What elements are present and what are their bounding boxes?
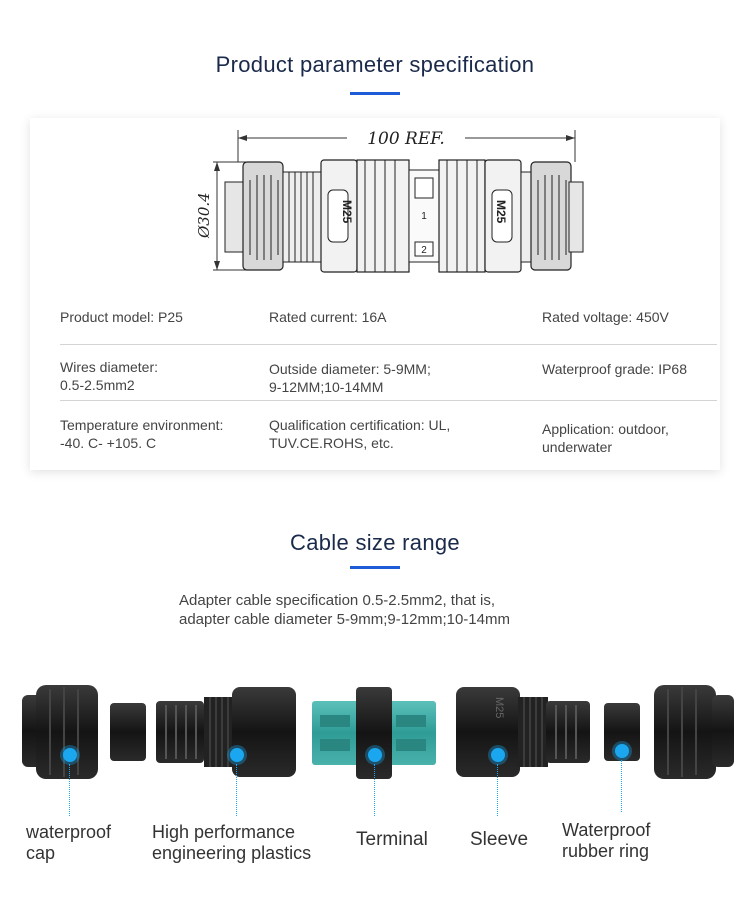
- spec-temperature-line1: Temperature environment:: [60, 417, 224, 433]
- sleeve-part: M25: [456, 687, 590, 777]
- label-sleeve: Sleeve: [470, 829, 529, 850]
- spec-divider: [60, 400, 717, 401]
- label-ring-line2: rubber ring: [562, 841, 650, 861]
- label-ring-line1: Waterproof: [562, 820, 651, 840]
- label-terminal: Terminal: [356, 829, 428, 850]
- callout-dot-sleeve: [491, 748, 505, 762]
- exploded-parts-illustration: M25: [22, 685, 734, 779]
- spec-outside-line2: 9-12MM;10-14MM: [269, 379, 384, 395]
- cap-left: [22, 685, 98, 779]
- spec-section-title: Product parameter specification: [215, 52, 535, 77]
- spec-waterproof: Waterproof grade: IP68: [542, 361, 688, 377]
- spec-outside-line1: Outside diameter: 5-9MM;: [269, 361, 431, 377]
- rubber-ring-left: [110, 703, 146, 761]
- sleeve-mark: M25: [493, 697, 505, 718]
- spec-application-line1: Application: outdoor,: [542, 421, 669, 437]
- connector-drawing: 100 REF. Ø30.4 M25: [195, 126, 584, 273]
- label-cap-line1: waterproof: [26, 822, 112, 842]
- thread-left-label: M25: [340, 200, 354, 224]
- label-engineering-plastics: High performance engineering plastics: [152, 822, 311, 864]
- spec-application-line2: underwater: [542, 439, 613, 455]
- cable-section-title: Cable size range: [290, 530, 460, 555]
- thread-right-label: M25: [494, 200, 508, 224]
- callout-dot-ring: [615, 744, 629, 758]
- cap-right: [654, 685, 734, 779]
- rubber-ring-right: [604, 703, 640, 761]
- terminal-block: [312, 687, 436, 779]
- label-plastics-line2: engineering plastics: [152, 843, 312, 863]
- spec-model: Product model: P25: [60, 309, 183, 325]
- label-rubber-ring: Waterproof rubber ring: [562, 820, 650, 862]
- title-underline: [350, 92, 400, 95]
- spec-outside: Outside diameter: 5-9MM; 9-12MM;10-14MM: [269, 360, 431, 396]
- callout-dot-plastics: [230, 748, 244, 762]
- cable-description-line1: Adapter cable specification 0.5-2.5mm2, …: [179, 592, 495, 609]
- callout-line-cap: [69, 764, 70, 816]
- spec-divider: [60, 344, 717, 345]
- spec-certification-line1: Qualification certification: UL,: [269, 417, 451, 433]
- spec-wires-line2: 0.5-2.5mm2: [60, 377, 135, 393]
- spec-card: 100 REF. Ø30.4 M25: [30, 118, 720, 470]
- length-label: 100 REF.: [367, 129, 445, 149]
- diameter-label: Ø30.4: [195, 192, 213, 239]
- callout-dot-cap: [63, 748, 77, 762]
- spec-wires-line1: Wires diameter:: [60, 359, 159, 375]
- callout-line-ring: [621, 760, 622, 812]
- cable-description-line2: adapter cable diameter 5-9mm;9-12mm;10-1…: [179, 611, 510, 628]
- spec-temperature-line2: -40. C- +105. C: [60, 435, 157, 451]
- label-waterproof-cap: waterproof cap: [26, 822, 111, 864]
- cable-title-underline: [350, 566, 400, 569]
- spec-current: Rated current: 16A: [269, 309, 387, 325]
- plastic-body: [156, 687, 296, 777]
- label-plastics-line1: High performance: [152, 822, 296, 842]
- spec-certification-line2: TUV.CE.ROHS, etc.: [269, 435, 394, 451]
- spec-application: Application: outdoor, underwater: [542, 420, 669, 456]
- label-cap-line2: cap: [26, 843, 56, 863]
- callout-dot-terminal: [368, 748, 382, 762]
- pin2-label: 2: [421, 245, 427, 256]
- spec-temperature: Temperature environment: -40. C- +105. C: [60, 416, 223, 452]
- spec-wires: Wires diameter: 0.5-2.5mm2: [60, 358, 158, 394]
- callout-line-plastics: [236, 764, 237, 816]
- spec-certification: Qualification certification: UL, TUV.CE.…: [269, 416, 450, 452]
- callout-line-terminal: [374, 764, 375, 816]
- pin1-label: 1: [421, 211, 427, 222]
- cable-description: Adapter cable specification 0.5-2.5mm2, …: [179, 591, 599, 629]
- callout-line-sleeve: [497, 764, 498, 816]
- spec-voltage: Rated voltage: 450V: [542, 309, 669, 325]
